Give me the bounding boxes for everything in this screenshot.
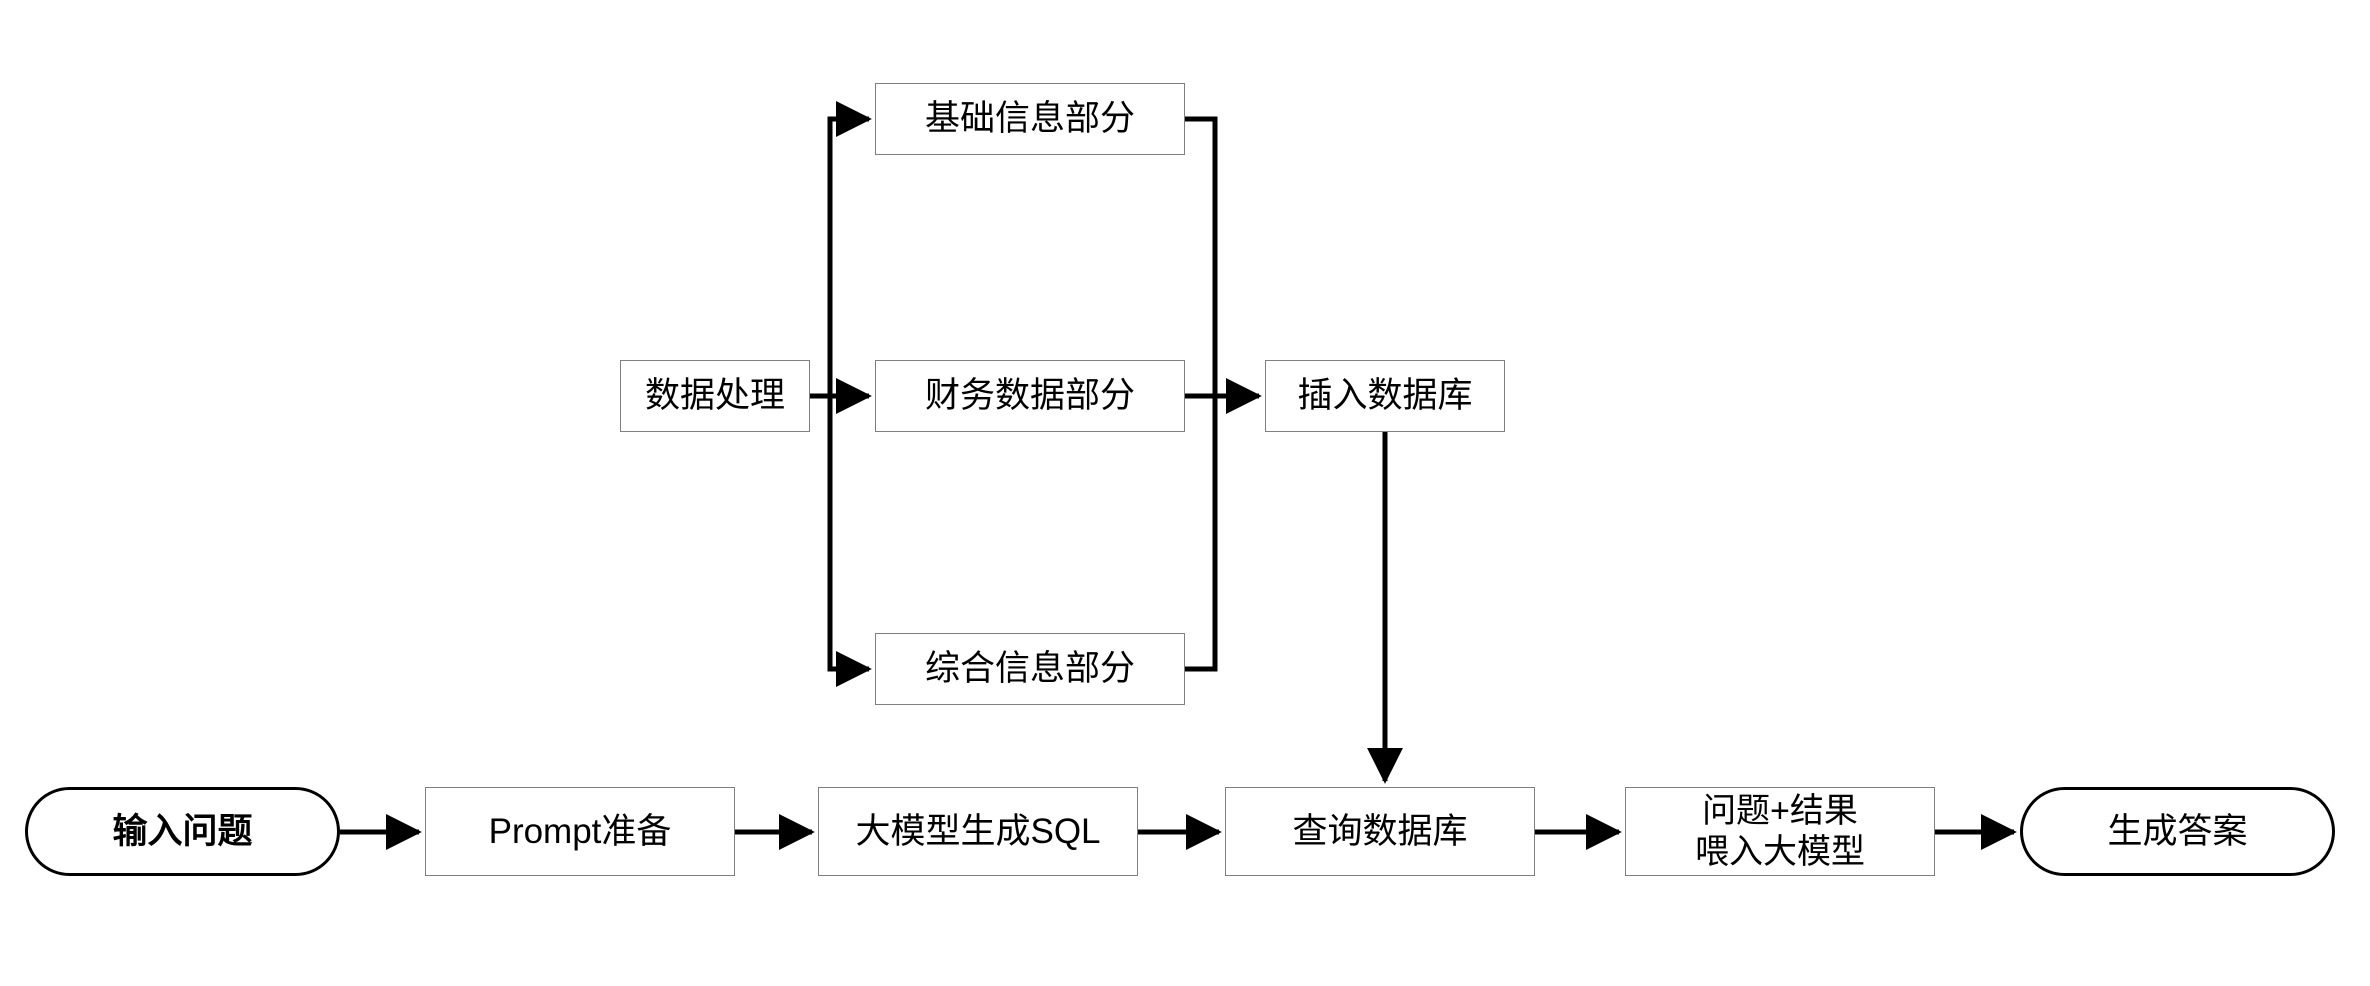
node-finance-data[interactable]: 财务数据部分 [875,360,1185,432]
edge-dp-to-basic [810,101,872,399]
node-generate-answer[interactable]: 生成答案 [2020,787,2335,876]
node-basic-info[interactable]: 基础信息部分 [875,83,1185,155]
node-insert-db[interactable]: 插入数据库 [1265,360,1505,432]
node-label-data-processing: 数据处理 [644,376,785,416]
node-data-processing[interactable]: 数据处理 [620,360,810,432]
node-label-generate-answer: 生成答案 [2107,811,2248,851]
node-label-query-db: 查询数据库 [1292,811,1468,851]
node-label-overall-info: 综合信息部分 [924,649,1135,689]
node-label-prompt-prepare: Prompt准备 [488,811,672,851]
node-input-question[interactable]: 输入问题 [25,787,340,876]
node-query-db[interactable]: 查询数据库 [1225,787,1535,876]
node-llm-generate-sql[interactable]: 大模型生成SQL [818,787,1138,876]
node-label-feed-llm: 问题+结果 喂入大模型 [1695,792,1865,871]
edge-basic-to-insert [1185,116,1218,396]
edge-dp-to-overall [810,393,872,687]
edge-overall-to-insert [1185,396,1218,672]
node-label-basic-info: 基础信息部分 [924,99,1135,139]
node-overall-info[interactable]: 综合信息部分 [875,633,1185,705]
node-label-finance-data: 财务数据部分 [924,376,1135,416]
node-prompt-prepare[interactable]: Prompt准备 [425,787,735,876]
node-label-llm-generate-sql: 大模型生成SQL [855,811,1101,851]
node-feed-llm[interactable]: 问题+结果 喂入大模型 [1625,787,1935,876]
node-label-insert-db: 插入数据库 [1297,376,1473,416]
node-label-input-question: 输入问题 [112,811,253,851]
